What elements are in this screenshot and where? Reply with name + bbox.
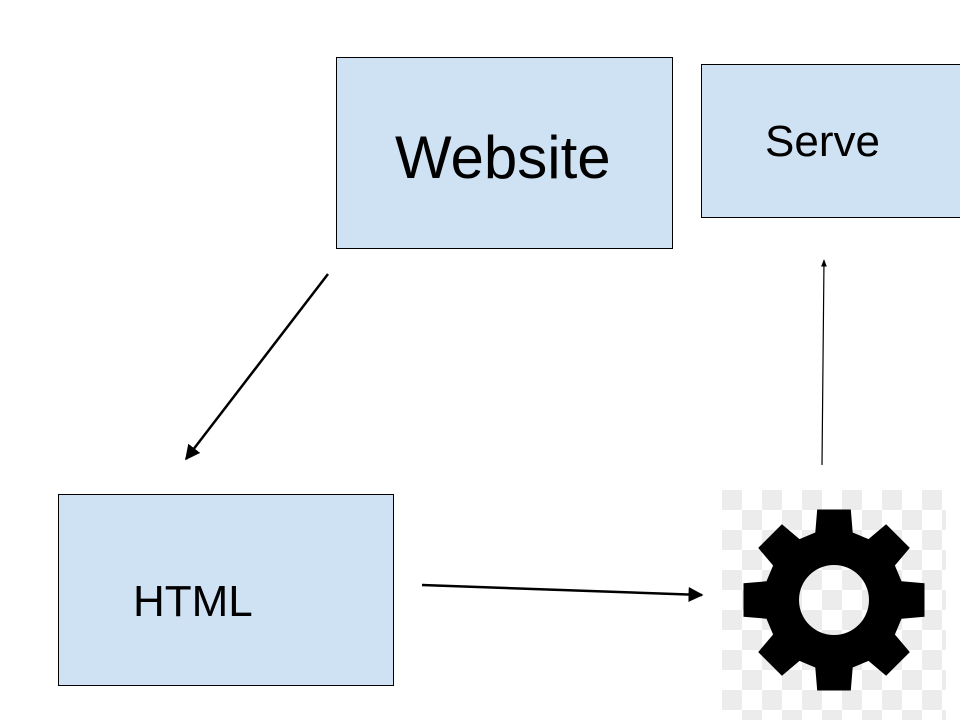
serve-label: Serve	[765, 117, 880, 166]
gear-shape	[743, 509, 925, 691]
gear-icon	[722, 490, 946, 720]
website-box	[336, 57, 673, 249]
arrow-gear-to-serve	[821, 259, 827, 466]
serve-box	[701, 64, 960, 218]
website-label: Website	[395, 124, 611, 191]
gear-node	[722, 490, 946, 720]
arrow-html-to-gear	[421, 583, 704, 603]
html-label: HTML	[133, 577, 253, 626]
html-box	[58, 494, 394, 686]
arrow-website-to-html	[185, 273, 329, 461]
